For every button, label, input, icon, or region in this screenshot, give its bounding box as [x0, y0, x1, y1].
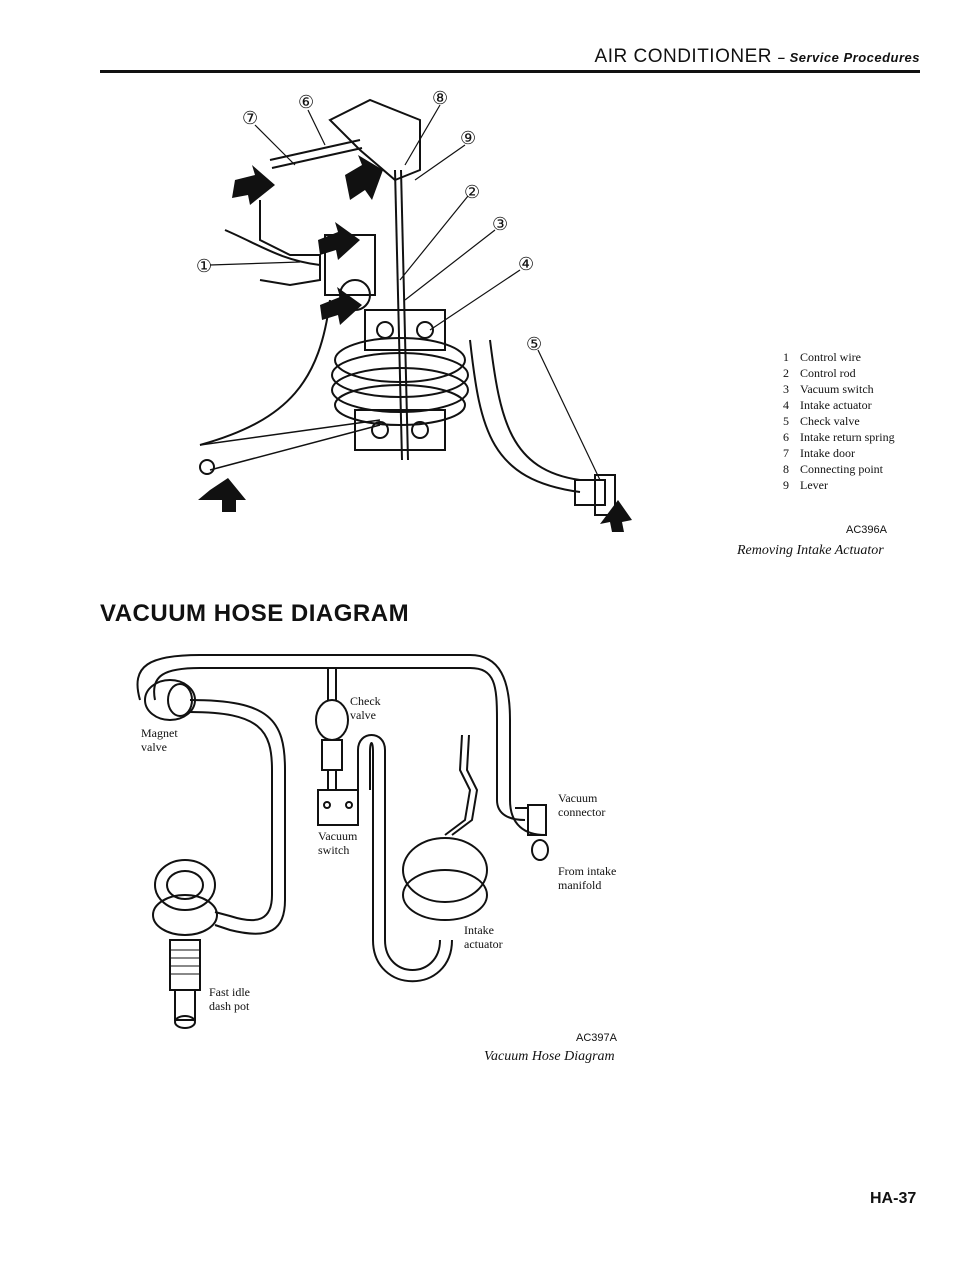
label-intake-actuator: Intake actuator — [464, 923, 503, 951]
figure-1-code: AC396A — [846, 524, 887, 536]
legend-label: Vacuum switch — [800, 382, 874, 396]
callout-1: ① — [196, 256, 212, 277]
legend-row: 3 Vacuum switch — [783, 381, 953, 397]
figure-1-caption: Removing Intake Actuator — [737, 543, 884, 558]
page-number: HA-37 — [870, 1190, 917, 1207]
legend-number: 4 — [783, 398, 789, 412]
legend-number: 6 — [783, 430, 789, 444]
legend-row: 6 Intake return spring — [783, 429, 953, 445]
figure-2-caption: Vacuum Hose Diagram — [484, 1049, 615, 1064]
callout-4: ④ — [518, 254, 534, 275]
legend-label: Connecting point — [800, 462, 883, 476]
callout-2: ② — [464, 182, 480, 203]
legend-row: 9 Lever — [783, 477, 953, 493]
header-subtitle: – Service Procedures — [777, 50, 920, 65]
label-magnet-valve: Magnet valve — [141, 726, 178, 754]
label-from-intake-manifold: From intake manifold — [558, 864, 617, 892]
callout-8: ⑧ — [432, 88, 448, 109]
intake-actuator-illustration: ① ② ③ ④ ⑤ ⑥ ⑦ ⑧ ⑨ — [196, 88, 632, 532]
section-title: VACUUM HOSE DIAGRAM — [100, 600, 410, 627]
legend-row: 7 Intake door — [783, 445, 953, 461]
legend-label: Control rod — [800, 366, 856, 380]
callout-5: ⑤ — [526, 334, 542, 355]
callout-9: ⑨ — [460, 128, 476, 149]
legend-row: 2 Control rod — [783, 365, 953, 381]
legend-number: 5 — [783, 414, 789, 428]
callout-7: ⑦ — [242, 108, 258, 129]
legend-number: 2 — [783, 366, 789, 380]
legend-row: 4 Intake actuator — [783, 397, 953, 413]
label-vacuum-switch: Vacuum switch — [318, 829, 358, 857]
page-header: AIR CONDITIONER – Service Procedures — [100, 44, 920, 72]
legend-label: Lever — [800, 478, 828, 492]
callout-3: ③ — [492, 214, 508, 235]
label-vacuum-connector: Vacuum connector — [558, 791, 606, 819]
header-rule — [100, 70, 920, 73]
legend-number: 3 — [783, 382, 789, 396]
figure-2-code: AC397A — [576, 1032, 617, 1044]
legend-row: 1 Control wire — [783, 349, 953, 365]
header-title: AIR CONDITIONER – Service Procedures — [595, 46, 920, 68]
legend-label: Control wire — [800, 350, 861, 364]
legend-label: Intake door — [800, 446, 855, 460]
vacuum-hose-diagram — [136, 654, 549, 1029]
legend-row: 8 Connecting point — [783, 461, 953, 477]
legend-row: 5 Check valve — [783, 413, 953, 429]
label-fast-idle-dash-pot: Fast idle dash pot — [209, 985, 250, 1013]
legend-label: Intake return spring — [800, 430, 895, 444]
legend-label: Check valve — [800, 414, 860, 428]
legend-number: 9 — [783, 478, 789, 492]
legend-label: Intake actuator — [800, 398, 872, 412]
legend-number: 7 — [783, 446, 789, 460]
legend-number: 8 — [783, 462, 789, 476]
callout-6: ⑥ — [298, 92, 314, 113]
header-main-title: AIR CONDITIONER — [594, 46, 772, 67]
label-check-valve: Check valve — [350, 694, 381, 722]
legend-number: 1 — [783, 350, 789, 364]
